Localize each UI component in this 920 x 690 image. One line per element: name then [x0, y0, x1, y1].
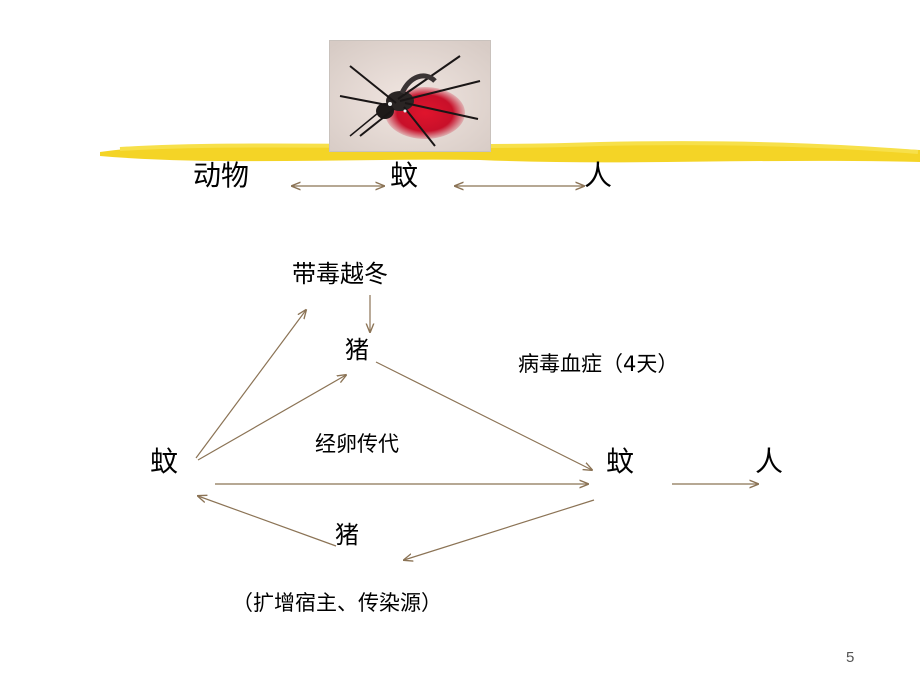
label-pig-top: 猪 — [345, 336, 369, 364]
arrow-mosquito-pig-bottom — [404, 499, 595, 560]
label-human-right: 人 — [755, 445, 784, 478]
label-pig-bottom: 猪 — [335, 521, 359, 549]
arrow-mosquito-overwinter — [195, 310, 306, 459]
label-mosquito-top: 蚊 — [390, 159, 419, 192]
arrow-mosquito-pig — [197, 375, 346, 461]
label-viremia: 病毒血症（4天） — [518, 352, 679, 376]
label-human-top: 人 — [584, 159, 613, 192]
label-mosquito-left: 蚊 — [150, 445, 179, 478]
label-animal: 动物 — [193, 159, 250, 192]
page-number: 5 — [846, 649, 855, 666]
mosquito-photo — [329, 40, 491, 152]
label-host-note: （扩增宿主、传染源） — [232, 591, 442, 615]
arrow-pig-mosquito-back — [198, 496, 337, 547]
label-transovarial: 经卵传代 — [315, 432, 399, 456]
label-overwinter: 带毒越冬 — [292, 260, 388, 288]
arrow-pig-mosquito — [375, 361, 592, 470]
label-mosquito-right: 蚊 — [606, 445, 635, 478]
